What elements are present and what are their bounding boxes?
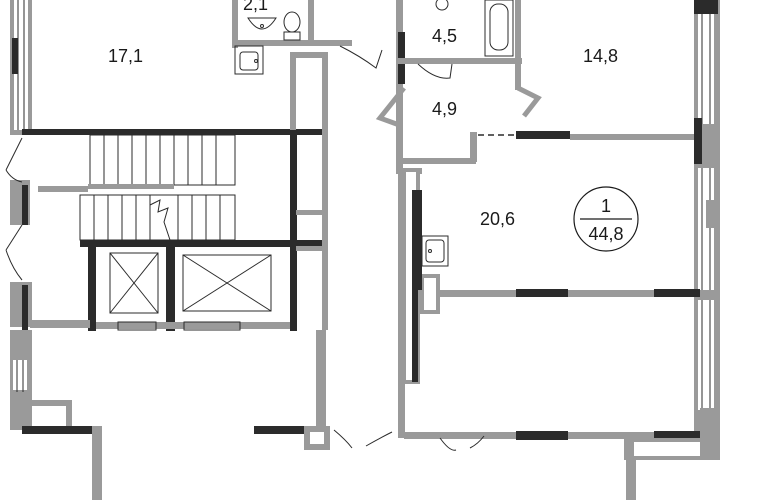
room-area-kitchen-living: 20,6 <box>480 209 515 229</box>
corridor <box>333 0 438 449</box>
bathroom-small <box>232 0 383 75</box>
left-section <box>5 0 328 500</box>
room-area-bedroom: 14,8 <box>583 46 618 66</box>
apartment-number: 1 <box>601 196 611 216</box>
shafts <box>254 52 330 450</box>
room-area-living-left: 17,1 <box>108 46 143 66</box>
room-area-hall: 4,9 <box>432 99 457 119</box>
apartment-total-area: 44,8 <box>588 224 623 244</box>
staircase <box>28 129 328 331</box>
elevators <box>30 247 290 331</box>
room-area-bath-left: 2,1 <box>243 0 268 14</box>
left-window-frame <box>12 38 18 74</box>
room-labels: 17,1 2,1 4,5 4,9 14,8 20,6 <box>108 0 618 229</box>
room-bottom-wall <box>22 129 328 135</box>
room-area-bathroom: 4,5 <box>432 26 457 46</box>
apartment-badge: 1 44,8 <box>573 186 639 252</box>
apartment-1 <box>375 0 720 500</box>
